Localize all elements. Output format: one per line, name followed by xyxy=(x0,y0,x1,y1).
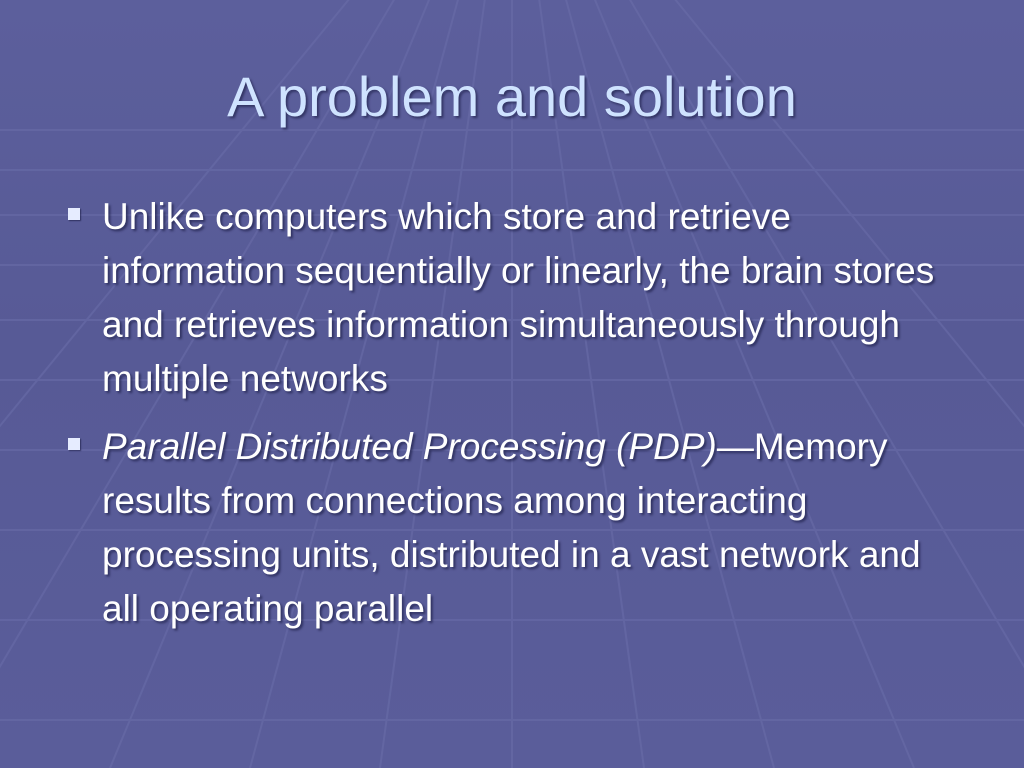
bullet-text: Unlike computers which store and retriev… xyxy=(102,196,935,399)
em-dash: — xyxy=(716,426,754,467)
pdp-definition: Memory results from connections among in… xyxy=(102,426,921,629)
bullet-text-group: Parallel Distributed Processing (PDP)—Me… xyxy=(102,426,921,629)
bullet-item-pdp: Parallel Distributed Processing (PDP)—Me… xyxy=(64,420,964,636)
slide-title: A problem and solution xyxy=(227,65,797,128)
square-bullet-icon xyxy=(68,208,80,220)
bullet-list: Unlike computers which store and retriev… xyxy=(64,190,964,650)
pdp-term: Parallel Distributed Processing (PDP) xyxy=(102,426,717,467)
square-bullet-icon xyxy=(68,438,80,450)
bullet-item-memory-storage: Unlike computers which store and retriev… xyxy=(64,190,964,406)
